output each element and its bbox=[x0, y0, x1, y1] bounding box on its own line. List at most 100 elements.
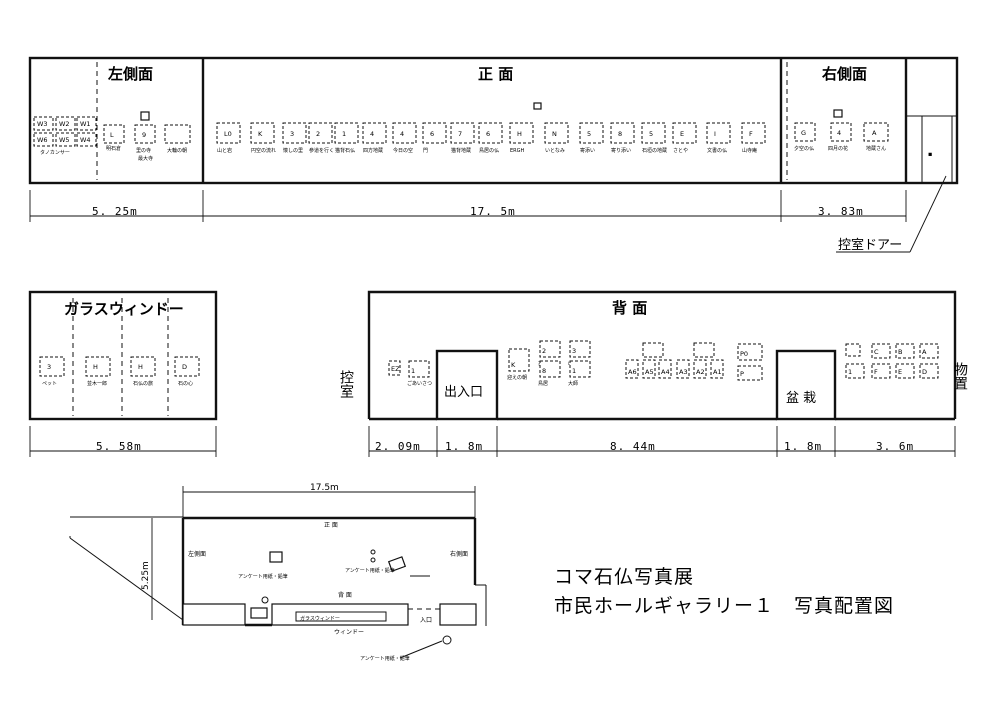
photo-caption: 参道を行く bbox=[309, 147, 334, 154]
glass-title: ガラスウィンドー bbox=[64, 300, 184, 318]
photo-code: F bbox=[749, 130, 753, 138]
back-photo-frame bbox=[625, 359, 639, 379]
photo-caption: 並木一郎 bbox=[87, 380, 107, 387]
top-outline bbox=[28, 56, 959, 185]
front-wall-photos: L0山と岩K円空の流れ3懐しの里2参道を行く1猫背石仏4四方地蔵4今日の空6門7… bbox=[216, 102, 766, 154]
photo-code: G bbox=[801, 129, 806, 137]
photo-caption: 文書の仏 bbox=[707, 147, 727, 154]
photo-code: W1 bbox=[80, 120, 91, 128]
right-wall-title: 右側面 bbox=[822, 65, 867, 83]
photo-code: K bbox=[258, 130, 263, 138]
dim-back-1: 1. 8m bbox=[445, 440, 483, 453]
photo-code: 8 bbox=[542, 367, 546, 375]
plan-right: 右側面 bbox=[450, 550, 468, 558]
left-wall-title: 左側面 bbox=[107, 65, 153, 83]
back-photo-frame bbox=[871, 363, 891, 379]
dim-back-2: 8. 44m bbox=[610, 440, 656, 453]
photo-code: 1 bbox=[848, 368, 852, 376]
front-photo-frame bbox=[672, 122, 697, 144]
photo-code: W6 bbox=[37, 136, 48, 144]
photo-code: W5 bbox=[59, 136, 70, 144]
photo-code: D bbox=[922, 368, 927, 376]
photo-code: E bbox=[680, 130, 684, 138]
back-wall-photos: EZ1ごあいさつK迎えの朝2古寺3山の仏8鳥居1大師A6A5A4A3A2A1P0… bbox=[388, 340, 939, 387]
door-label: 控室ドアー bbox=[838, 237, 902, 253]
photo-caption: 石の心 bbox=[178, 380, 193, 387]
left-wall-photos: W3 W2 W1 W6 W5 W4 タノカンサー L 9 明石倉 里の寺 最大寺… bbox=[33, 111, 191, 162]
front-photo-frame bbox=[610, 122, 635, 144]
plan-entrance: 入口 bbox=[420, 617, 432, 624]
front-photo-frame bbox=[706, 122, 731, 144]
back-photo-frame bbox=[658, 359, 672, 379]
photo-code: 4 bbox=[837, 129, 841, 137]
photo-caption: 四月の花 bbox=[828, 145, 848, 152]
back-photo-frame bbox=[871, 343, 891, 359]
photo-code: 1 bbox=[572, 367, 576, 375]
photo-caption: タノカンサー bbox=[40, 149, 70, 156]
plan-back: 背 面 bbox=[338, 591, 352, 599]
front-photo-frame bbox=[334, 122, 359, 144]
photo-caption: 夕空の仏 bbox=[794, 145, 814, 152]
display-label: 盆 栽 bbox=[786, 390, 816, 406]
photo-code: A5 bbox=[645, 368, 654, 376]
photo-code: H bbox=[517, 130, 522, 138]
back-photo-frame bbox=[737, 365, 763, 381]
photo-code: 2 bbox=[542, 347, 546, 355]
floor-plan: 17.5m 5.25m 正 面 左側面 右側面 背 面 ガラスウィンドー ウィン… bbox=[69, 483, 487, 662]
back-photo-frame bbox=[693, 359, 707, 379]
photo-caption: 山寺庵 bbox=[742, 147, 757, 154]
front-photo-frame bbox=[509, 122, 534, 144]
front-photo-frame bbox=[579, 122, 604, 144]
photo-code: A2 bbox=[696, 368, 705, 376]
plan-survey-2: アンケート用紙・鉛筆 bbox=[345, 567, 395, 574]
front-wall-title: 正 面 bbox=[478, 65, 513, 83]
photo-caption: いとなみ bbox=[545, 147, 565, 154]
photo-code: 7 bbox=[458, 130, 462, 138]
glass-window-elevation: ガラスウィンドー 3 H H D ペット 並木一郎 石仏の旅 石の心 5. 58… bbox=[28, 290, 218, 457]
photo-code: W2 bbox=[59, 120, 70, 128]
photo-caption: ペット bbox=[42, 381, 57, 387]
front-photo-frame bbox=[478, 122, 503, 144]
back-photo-frame bbox=[845, 363, 865, 379]
photo-code: I bbox=[714, 130, 716, 138]
photo-code: H bbox=[93, 363, 98, 371]
photo-caption: 山と岩 bbox=[217, 147, 232, 154]
photo-code: 3 bbox=[290, 130, 294, 138]
dim-back-0: 2. 09m bbox=[375, 440, 421, 453]
back-photo-frame bbox=[845, 343, 861, 357]
dim-back-4: 3. 6m bbox=[876, 440, 914, 453]
photo-caption: 寄添い bbox=[580, 147, 595, 154]
plan-dim-h: 17.5m bbox=[310, 483, 339, 493]
front-photo-frame bbox=[362, 122, 387, 144]
caption-line1: コマ石仏写真展 bbox=[554, 566, 694, 588]
back-left-label: 控室 bbox=[338, 370, 354, 398]
back-photo-frame bbox=[710, 359, 724, 379]
photo-code: 3 bbox=[47, 363, 51, 371]
entrance-label: 出入口 bbox=[444, 385, 483, 400]
plan-glass: ガラスウィンドー bbox=[300, 615, 340, 622]
photo-caption: 地蔵さん bbox=[866, 145, 886, 152]
photo-code: K bbox=[511, 361, 516, 369]
photo-caption: ERGH bbox=[510, 148, 525, 154]
back-photo-frame bbox=[408, 360, 430, 378]
photo-code: B bbox=[898, 348, 902, 356]
back-photo-frame bbox=[569, 340, 591, 358]
photo-code: H bbox=[138, 363, 143, 371]
photo-code: 6 bbox=[430, 130, 434, 138]
back-title: 背 面 bbox=[612, 299, 647, 317]
dim-left-wall: 5. 25m bbox=[92, 205, 138, 218]
photo-code: W3 bbox=[37, 120, 48, 128]
photo-code: L0 bbox=[224, 130, 232, 138]
photo-code: A bbox=[872, 129, 877, 137]
back-photo-frame bbox=[642, 359, 656, 379]
photo-caption: 懐しの里 bbox=[283, 147, 303, 154]
photo-code: W4 bbox=[80, 136, 91, 144]
photo-code: E bbox=[898, 368, 902, 376]
front-photo-frame bbox=[422, 122, 447, 144]
photo-code: C bbox=[874, 348, 879, 356]
photo-caption: 石仏の旅 bbox=[133, 380, 153, 387]
dim-back-3: 1. 8m bbox=[784, 440, 822, 453]
photo-code: L bbox=[110, 131, 114, 139]
photo-code: F bbox=[874, 368, 878, 376]
